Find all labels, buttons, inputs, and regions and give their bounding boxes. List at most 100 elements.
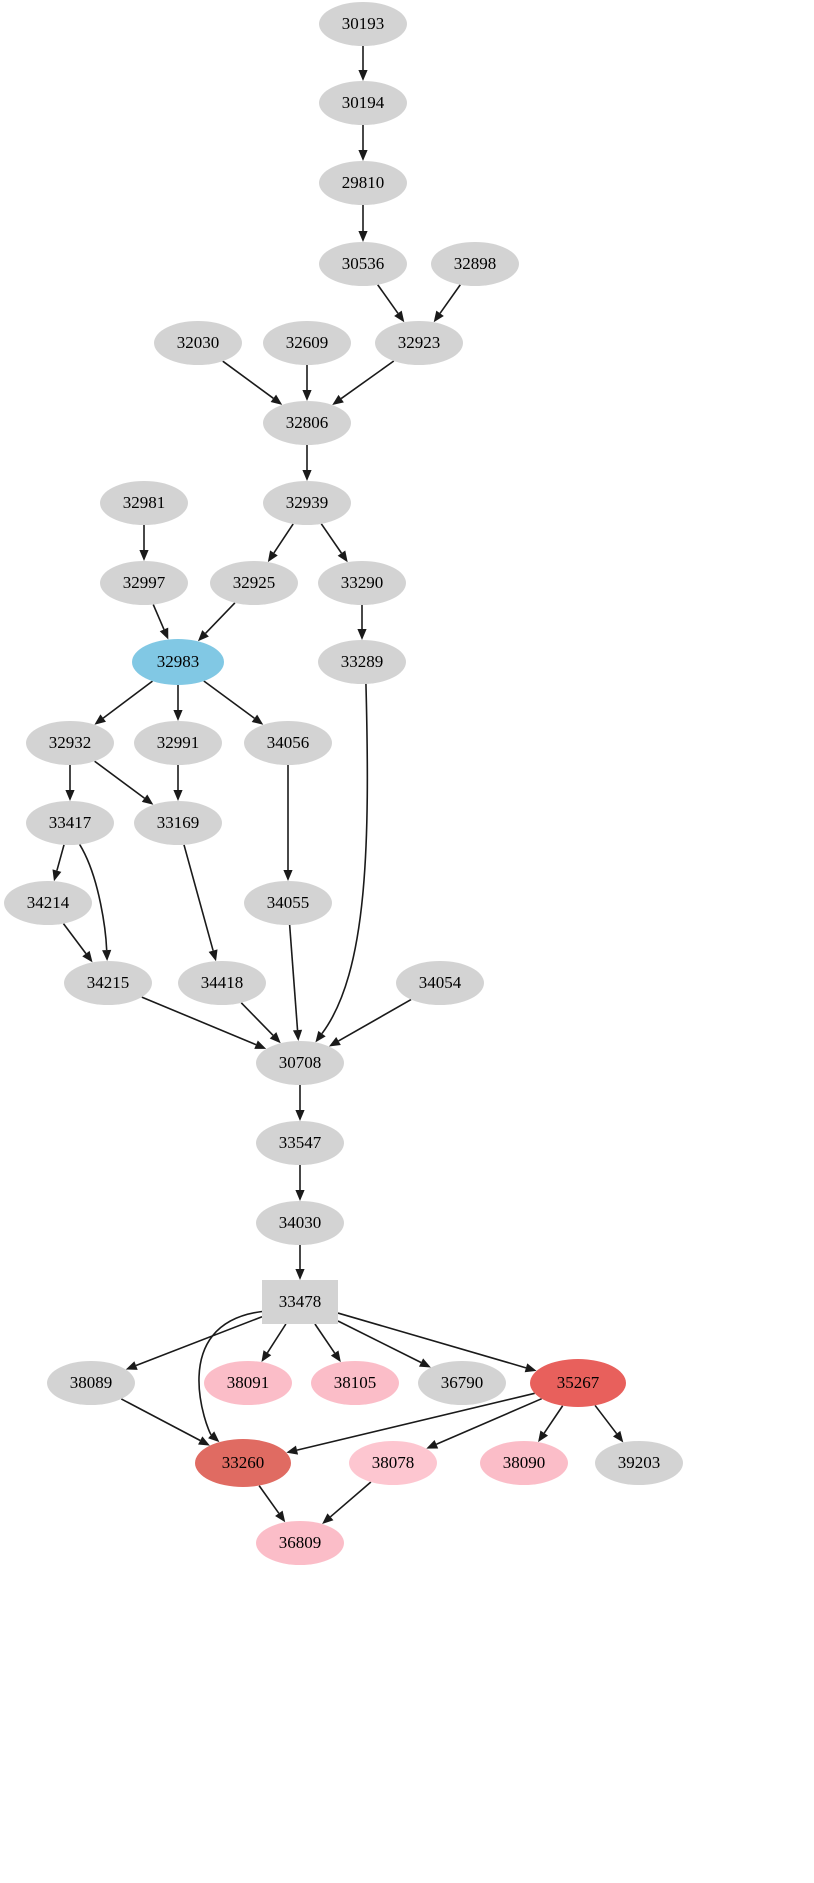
graph-node-30708[interactable]: 30708 — [256, 1041, 344, 1085]
edge-33478-38091 — [261, 1323, 287, 1363]
graph-node-38078[interactable]: 38078 — [349, 1441, 437, 1485]
edge-32983-32991 — [173, 685, 183, 721]
node-shape-30193[interactable] — [319, 2, 407, 46]
graph-node-32806[interactable]: 32806 — [263, 401, 351, 445]
graph-node-33478[interactable]: 33478 — [262, 1280, 338, 1324]
node-shape-32609[interactable] — [263, 321, 351, 365]
node-shape-32983[interactable] — [132, 639, 224, 685]
graph-node-32981[interactable]: 32981 — [100, 481, 188, 525]
edge-33478-33260 — [198, 1310, 263, 1443]
edge-33478-35267 — [337, 1312, 537, 1373]
graph-node-32923[interactable]: 32923 — [375, 321, 463, 365]
graph-node-38089[interactable]: 38089 — [47, 1361, 135, 1405]
node-shape-36809[interactable] — [256, 1521, 344, 1565]
node-shape-32997[interactable] — [100, 561, 188, 605]
graph-node-34054[interactable]: 34054 — [396, 961, 484, 1005]
graph-node-32991[interactable]: 32991 — [134, 721, 222, 765]
node-shape-32806[interactable] — [263, 401, 351, 445]
node-shape-32898[interactable] — [431, 242, 519, 286]
edge-33478-36790 — [337, 1320, 431, 1368]
graph-node-32932[interactable]: 32932 — [26, 721, 114, 765]
edge-33169-34418 — [183, 844, 218, 962]
graph-node-34055[interactable]: 34055 — [244, 881, 332, 925]
node-shape-34215[interactable] — [64, 961, 152, 1005]
node-shape-34030[interactable] — [256, 1201, 344, 1245]
edge-32997-32983 — [152, 604, 169, 640]
edge-29810-30536 — [358, 205, 368, 242]
graph-node-30194[interactable]: 30194 — [319, 81, 407, 125]
edge-32932-33169 — [94, 760, 154, 805]
graph-node-34418[interactable]: 34418 — [178, 961, 266, 1005]
graph-node-30193[interactable]: 30193 — [319, 2, 407, 46]
edge-33547-34030 — [295, 1165, 305, 1201]
graph-node-33547[interactable]: 33547 — [256, 1121, 344, 1165]
graph-node-32609[interactable]: 32609 — [263, 321, 351, 365]
node-shape-32932[interactable] — [26, 721, 114, 765]
node-shape-29810[interactable] — [319, 161, 407, 205]
graph-node-38091[interactable]: 38091 — [204, 1361, 292, 1405]
node-shape-34418[interactable] — [178, 961, 266, 1005]
node-shape-34056[interactable] — [244, 721, 332, 765]
node-shape-33169[interactable] — [134, 801, 222, 845]
node-shape-36790[interactable] — [418, 1361, 506, 1405]
graph-node-30536[interactable]: 30536 — [319, 242, 407, 286]
graph-node-35267[interactable]: 35267 — [530, 1359, 626, 1407]
node-shape-34214[interactable] — [4, 881, 92, 925]
node-shape-30194[interactable] — [319, 81, 407, 125]
node-shape-33289[interactable] — [318, 640, 406, 684]
edge-30708-33547 — [295, 1085, 305, 1121]
edge-33478-38105 — [314, 1323, 341, 1363]
graph-node-32925[interactable]: 32925 — [210, 561, 298, 605]
graph-node-33289[interactable]: 33289 — [318, 640, 406, 684]
node-shape-32925[interactable] — [210, 561, 298, 605]
node-shape-32030[interactable] — [154, 321, 242, 365]
node-shape-39203[interactable] — [595, 1441, 683, 1485]
graph-node-36809[interactable]: 36809 — [256, 1521, 344, 1565]
edge-33417-34215 — [78, 844, 112, 961]
graph-node-33417[interactable]: 33417 — [26, 801, 114, 845]
edge-35267-38090 — [538, 1405, 564, 1443]
node-shape-38089[interactable] — [47, 1361, 135, 1405]
graph-node-34030[interactable]: 34030 — [256, 1201, 344, 1245]
node-shape-35267[interactable] — [530, 1359, 626, 1407]
node-shape-32991[interactable] — [134, 721, 222, 765]
graph-node-32997[interactable]: 32997 — [100, 561, 188, 605]
node-shape-34054[interactable] — [396, 961, 484, 1005]
node-shape-32981[interactable] — [100, 481, 188, 525]
node-shape-30708[interactable] — [256, 1041, 344, 1085]
node-shape-38078[interactable] — [349, 1441, 437, 1485]
graph-node-34215[interactable]: 34215 — [64, 961, 152, 1005]
edge-32806-32939 — [302, 445, 312, 481]
node-shape-38091[interactable] — [204, 1361, 292, 1405]
graph-node-38090[interactable]: 38090 — [480, 1441, 568, 1485]
node-shape-32939[interactable] — [263, 481, 351, 525]
graph-node-33290[interactable]: 33290 — [318, 561, 406, 605]
node-shape-33290[interactable] — [318, 561, 406, 605]
graph-node-34214[interactable]: 34214 — [4, 881, 92, 925]
edge-38078-36809 — [322, 1481, 372, 1524]
graph-node-33260[interactable]: 33260 — [195, 1439, 291, 1487]
graph-node-33169[interactable]: 33169 — [134, 801, 222, 845]
graph-node-32030[interactable]: 32030 — [154, 321, 242, 365]
node-shape-32923[interactable] — [375, 321, 463, 365]
node-shape-30536[interactable] — [319, 242, 407, 286]
graph-node-32983[interactable]: 32983 — [132, 639, 224, 685]
node-shape-33478[interactable] — [262, 1280, 338, 1324]
graph-node-29810[interactable]: 29810 — [319, 161, 407, 205]
node-shape-38105[interactable] — [311, 1361, 399, 1405]
edge-34215-30708 — [141, 996, 267, 1049]
node-shape-34055[interactable] — [244, 881, 332, 925]
edge-32609-32806 — [302, 365, 312, 401]
edge-32898-32923 — [433, 284, 461, 323]
graph-node-38105[interactable]: 38105 — [311, 1361, 399, 1405]
node-shape-33547[interactable] — [256, 1121, 344, 1165]
node-shape-33260[interactable] — [195, 1439, 291, 1487]
node-shape-38090[interactable] — [480, 1441, 568, 1485]
graph-node-39203[interactable]: 39203 — [595, 1441, 683, 1485]
graph-node-32898[interactable]: 32898 — [431, 242, 519, 286]
graph-node-36790[interactable]: 36790 — [418, 1361, 506, 1405]
graph-node-32939[interactable]: 32939 — [263, 481, 351, 525]
graph-node-34056[interactable]: 34056 — [244, 721, 332, 765]
node-shape-33417[interactable] — [26, 801, 114, 845]
edge-32925-32983 — [197, 602, 236, 642]
